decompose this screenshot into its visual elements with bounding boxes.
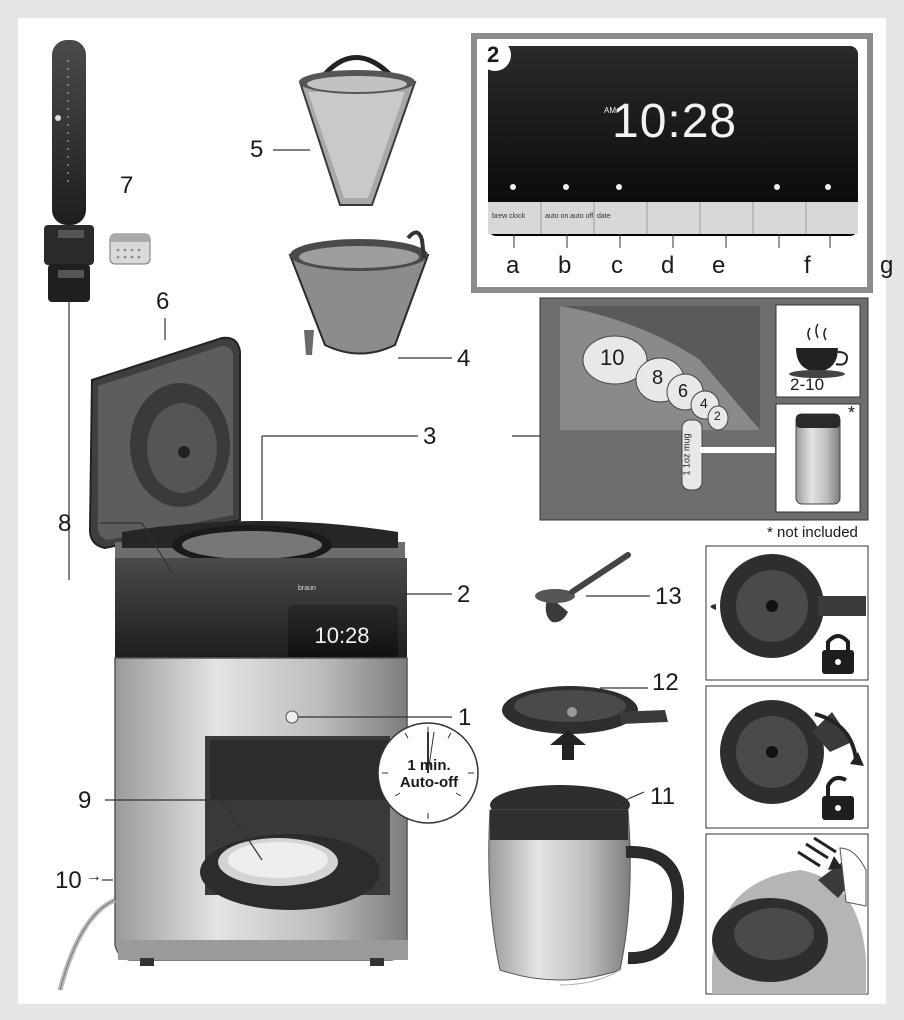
cup-4: 4 [700,395,708,411]
display-ampm: AM [604,106,616,115]
letter-f: f [804,252,811,279]
callout-12: 12 [652,669,679,696]
cup-6: 6 [678,381,689,401]
cord-arrow-icon: → [86,868,102,885]
callout-7: 7 [120,172,134,199]
timer-line2: Auto-off [399,774,459,791]
cup-2: 2 [714,409,721,423]
callout-2: 2 [457,581,471,608]
not-included-note: * not included [767,524,858,541]
thermal-carafe [488,785,685,986]
water-filter-cartridge [109,233,151,265]
letter-c: c [611,252,623,279]
cup-10: 10 [600,345,625,370]
callout-4: 4 [457,345,471,372]
permanent-filter [273,55,417,206]
callout-1: 1 [458,704,472,731]
callout-9: 9 [78,787,92,814]
filter-basket [288,230,452,359]
letter-g: g [880,252,894,279]
letter-d: d [661,252,675,279]
carafe-lock-panels [705,545,869,995]
callout-13: 13 [655,583,682,610]
display-btn-4: date [597,213,611,220]
machine-brand: braun [298,585,316,592]
callout-11: 11 [650,783,675,810]
measuring-spoon [535,552,650,623]
callout-3: 3 [423,423,437,450]
coffee-machine: 10:28 braun [57,318,408,991]
display-btn-3: auto off [570,213,594,220]
carafe-lid [502,686,668,734]
machine-lcd-time: 10:28 [314,623,369,648]
callout-6: 6 [156,288,170,315]
auto-off-timer [377,722,479,824]
timer-line1: 1 min. [407,757,451,774]
letter-b: b [558,252,572,279]
display-time: 10:28 [612,95,738,148]
letter-e: e [712,252,726,279]
mug-label: 1 1oz mug [681,433,692,476]
unlocked-view [720,700,864,820]
display-detail [471,33,873,293]
display-btn-1: brew clock [492,213,526,220]
cup-8: 8 [652,367,664,389]
pouring-view [712,836,867,994]
callout-10: 10 [55,867,82,894]
cup-range: 2-10 [790,375,825,394]
locked-view [710,554,866,674]
display-btn-2: auto on [545,213,569,220]
callout-5: 5 [250,136,264,163]
asterisk: * [848,403,856,423]
leader-lines [100,435,452,881]
letter-a: a [506,252,520,279]
callout-8: 8 [58,510,72,537]
water-filter-handle [44,40,94,580]
display-badge: 2 [487,42,500,67]
cup-selector-detail [512,297,869,521]
